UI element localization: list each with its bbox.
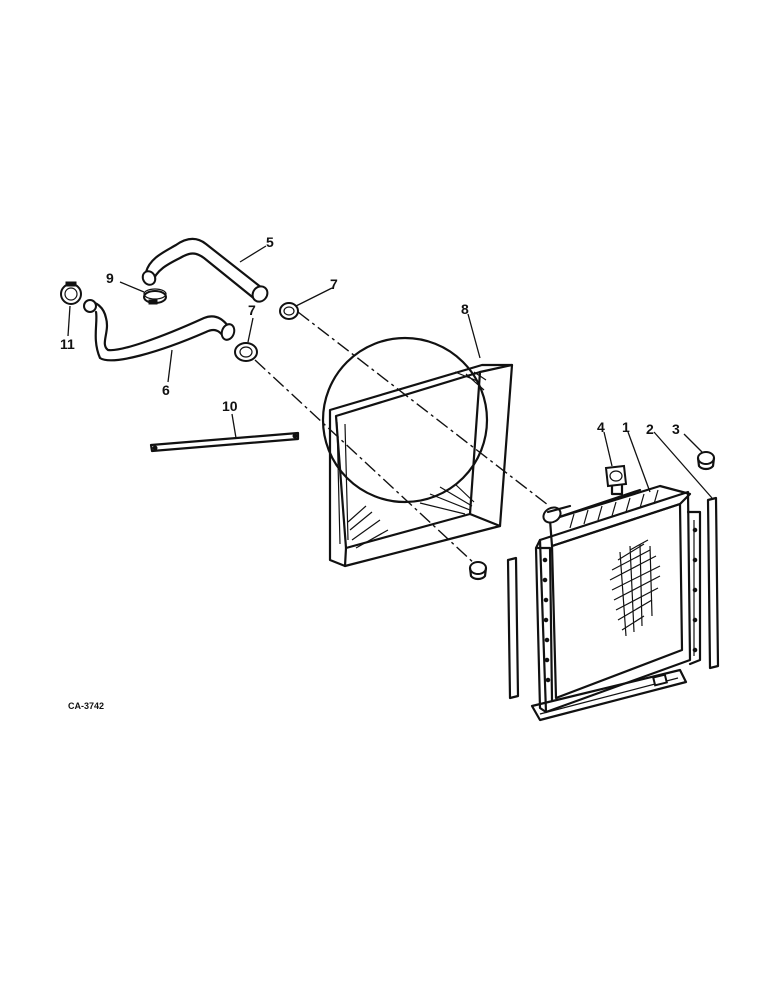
side-seal-left bbox=[506, 556, 520, 700]
leader-8 bbox=[467, 313, 481, 359]
callout-2: 2 bbox=[646, 421, 654, 437]
callout-7-lower: 7 bbox=[248, 302, 256, 318]
alignment-line-upper bbox=[297, 311, 549, 506]
core-hatch bbox=[609, 539, 661, 631]
leader-2 bbox=[653, 431, 713, 499]
leader-3 bbox=[683, 433, 703, 453]
lower-radiator-hose bbox=[83, 299, 236, 362]
callout-10: 10 bbox=[222, 398, 238, 414]
leader-9 bbox=[119, 281, 145, 293]
hose-clamp-9 bbox=[143, 288, 167, 305]
hose-clamp-7-lower bbox=[234, 342, 258, 362]
leader-7-upper bbox=[295, 287, 333, 307]
upper-radiator-hose bbox=[141, 237, 269, 303]
hose-clamp-7-upper bbox=[279, 302, 299, 320]
leader-1 bbox=[627, 431, 651, 493]
alignment-line-lower bbox=[254, 359, 477, 566]
callout-9: 9 bbox=[106, 270, 114, 286]
leader-5 bbox=[239, 245, 267, 263]
radiator-cap bbox=[604, 464, 628, 496]
hose-clamp-11 bbox=[60, 281, 82, 305]
leader-4 bbox=[603, 431, 613, 467]
leader-7-lower bbox=[247, 317, 254, 343]
drain-plug bbox=[696, 451, 716, 471]
callout-7-upper: 7 bbox=[330, 276, 338, 292]
callout-11: 11 bbox=[60, 336, 75, 352]
leader-10 bbox=[231, 413, 237, 439]
callout-3: 3 bbox=[672, 421, 680, 437]
fan-shroud bbox=[321, 336, 514, 568]
callout-1: 1 bbox=[622, 419, 630, 435]
callout-5: 5 bbox=[266, 234, 274, 250]
leader-11 bbox=[67, 305, 71, 337]
leader-6 bbox=[167, 349, 173, 383]
drain-plug-lower bbox=[468, 561, 488, 581]
callout-8: 8 bbox=[461, 301, 469, 317]
drawing-code: CA-3742 bbox=[68, 701, 104, 711]
callout-6: 6 bbox=[162, 382, 170, 398]
radiator-core bbox=[530, 484, 702, 722]
support-rod bbox=[149, 431, 300, 453]
callout-4: 4 bbox=[597, 419, 605, 435]
side-seal-right bbox=[706, 496, 720, 670]
